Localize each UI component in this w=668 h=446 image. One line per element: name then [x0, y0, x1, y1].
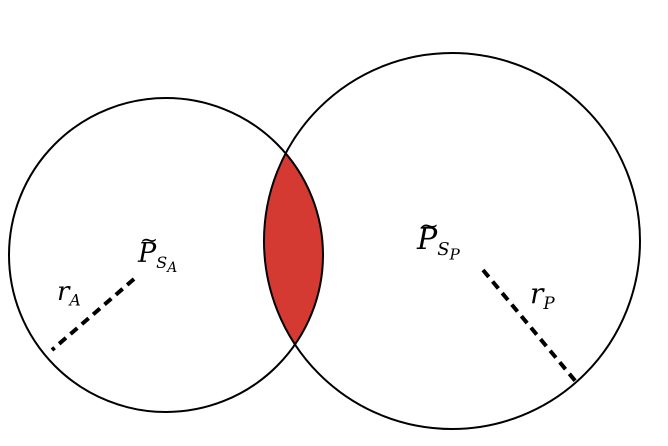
radius-a-label: rA: [57, 277, 81, 310]
radius-a-line: [50, 277, 136, 352]
center-p-label: ~PSP: [417, 212, 460, 264]
radius-p-label: rP: [530, 277, 555, 313]
radius-p-line: [481, 268, 579, 385]
circle-p: [263, 52, 641, 430]
circle-a: [8, 97, 324, 413]
center-a-label: ~PSA: [138, 228, 178, 276]
